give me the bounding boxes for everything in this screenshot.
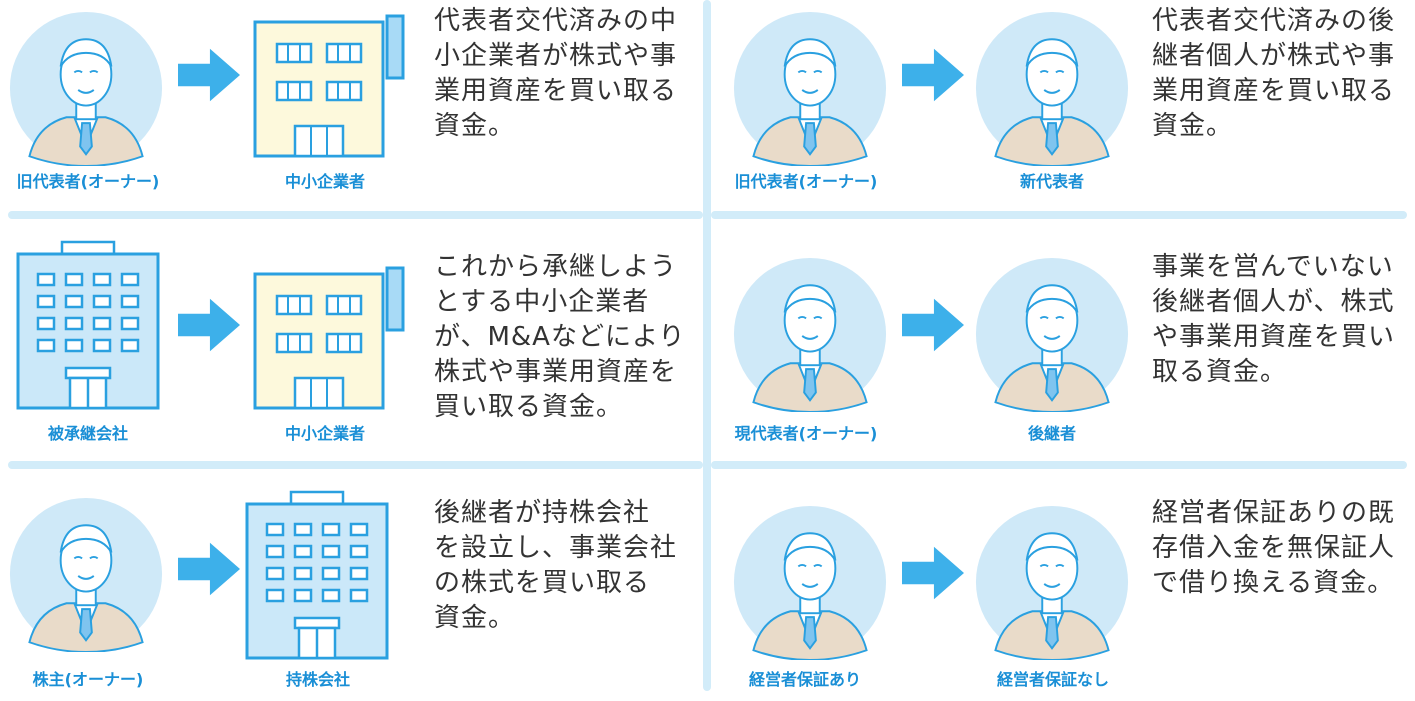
person-circle-icon bbox=[8, 10, 164, 166]
horizontal-divider bbox=[711, 211, 1407, 219]
right-arrow-icon bbox=[178, 48, 240, 102]
case-description: 代表者交代済みの後 継者個人が株式や事 業用資産を買い取る 資金。 bbox=[1152, 6, 1396, 141]
case-description: これから承継しよう とする中小企業者 が、M&Aなどにより 株式や事業用資産を … bbox=[434, 252, 686, 422]
small-company-building-icon bbox=[253, 14, 405, 158]
funding-case-4: 現代表者(オーナー) 後継者 事業を営んでいない 後継者個人が、株式 や事業用資… bbox=[712, 226, 1412, 451]
case-description: 後継者が持株会社 を設立し、事業会社 の株式を買い取る 資金。 bbox=[434, 498, 678, 633]
right-caption: 経営者保証なし bbox=[996, 670, 1109, 689]
horizontal-divider bbox=[711, 461, 1407, 469]
right-caption: 後継者 bbox=[1027, 424, 1076, 443]
office-building-icon bbox=[16, 240, 160, 410]
right-arrow-icon bbox=[178, 298, 240, 352]
person-circle-icon bbox=[732, 256, 888, 412]
office-building-icon bbox=[245, 490, 389, 660]
person-circle-icon bbox=[974, 256, 1130, 412]
right-caption: 中小企業者 bbox=[284, 424, 365, 443]
left-caption: 被承継会社 bbox=[47, 424, 128, 443]
funding-case-5: 株主(オーナー) 持株会社 後継者が持株会社 を設立し、事業会社 の株式を買い取… bbox=[0, 476, 700, 701]
right-arrow-icon bbox=[902, 546, 964, 600]
case-description: 経営者保証ありの既 存借入金を無保証人 で借り換える資金。 bbox=[1152, 498, 1396, 598]
small-company-building-icon bbox=[253, 266, 405, 410]
person-circle-icon bbox=[732, 10, 888, 166]
person-circle-icon bbox=[732, 504, 888, 660]
horizontal-divider bbox=[8, 461, 703, 469]
horizontal-divider bbox=[8, 211, 703, 219]
case-description: 事業を営んでいない 後継者個人が、株式 や事業用資産を買い 取る資金。 bbox=[1152, 252, 1396, 387]
funding-case-2: 旧代表者(オーナー) 新代表者 代表者交代済みの後 継者個人が株式や事 業用資産… bbox=[712, 0, 1412, 225]
funding-case-1: 旧代表者(オーナー) 中小企業者 代表者交代済みの中 小企業者が株式や事 業用資… bbox=[0, 0, 700, 225]
right-caption: 新代表者 bbox=[1019, 172, 1084, 191]
right-arrow-icon bbox=[902, 298, 964, 352]
left-caption: 現代表者(オーナー) bbox=[734, 424, 878, 443]
left-caption: 旧代表者(オーナー) bbox=[16, 172, 160, 191]
funding-case-3: 被承継会社 中小企業者 これから承継しよう とする中小企業者 が、M&Aなどによ… bbox=[0, 226, 700, 451]
person-circle-icon bbox=[8, 496, 164, 652]
right-arrow-icon bbox=[178, 542, 240, 596]
right-caption: 持株会社 bbox=[285, 670, 350, 689]
left-caption: 旧代表者(オーナー) bbox=[734, 172, 878, 191]
person-circle-icon bbox=[974, 504, 1130, 660]
left-caption: 経営者保証あり bbox=[748, 670, 861, 689]
left-caption: 株主(オーナー) bbox=[32, 670, 144, 689]
right-caption: 中小企業者 bbox=[284, 172, 365, 191]
case-description: 代表者交代済みの中 小企業者が株式や事 業用資産を買い取る 資金。 bbox=[434, 6, 678, 141]
person-circle-icon bbox=[974, 10, 1130, 166]
right-arrow-icon bbox=[902, 48, 964, 102]
funding-case-6: 経営者保証あり 経営者保証なし 経営者保証ありの既 存借入金を無保証人 で借り換… bbox=[712, 476, 1412, 701]
vertical-divider bbox=[703, 0, 711, 691]
